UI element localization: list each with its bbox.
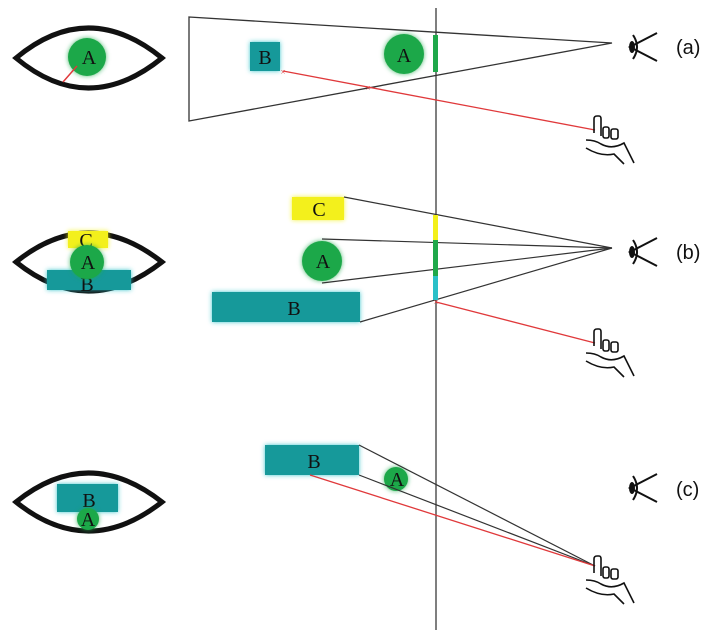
eye-view-b: C B A <box>12 230 167 296</box>
eye-icon <box>627 473 658 503</box>
object-a-label: A <box>397 45 412 67</box>
object-b-label-b: B <box>287 298 300 320</box>
object-b-box <box>250 42 280 71</box>
object-c-label: C <box>312 199 325 221</box>
projected-a-segment-b <box>433 240 438 276</box>
object-b-label-c: B <box>307 451 320 473</box>
object-a-label-b: A <box>316 251 331 273</box>
eye-icon <box>627 237 658 267</box>
pointing-hand-icon <box>585 115 635 165</box>
object-b-label: B <box>258 47 271 69</box>
ray-hit-marker-b: × <box>433 297 438 307</box>
panel-a: B A × × A (a) <box>12 16 700 165</box>
eye-view-ray <box>62 65 78 83</box>
panel-label-c: (c) <box>676 479 699 501</box>
object-b-box-b <box>212 292 360 322</box>
object-a-label-c: A <box>390 469 405 491</box>
object-a-sphere-b <box>302 241 342 281</box>
eye-view-a-label-b: A <box>81 252 96 274</box>
pointing-ray-b <box>435 301 596 344</box>
panel-label-b: (b) <box>676 242 700 264</box>
projected-b-segment <box>433 276 438 300</box>
panel-c: B A B A (c) <box>12 444 699 605</box>
eye-view-a-label: A <box>82 47 97 69</box>
object-b-box-c <box>265 445 359 475</box>
eye-view-a-label-c: A <box>81 509 96 531</box>
eye-view-c: B A <box>12 470 167 534</box>
panel-label-a: (a) <box>676 37 700 59</box>
projected-c-segment <box>433 215 438 240</box>
object-a-sphere-c <box>384 467 408 491</box>
eye-view-b-label-c: B <box>82 490 95 512</box>
pointing-ray <box>282 70 596 131</box>
eye-icon <box>627 32 658 62</box>
ray-hit-marker-2: × <box>365 83 370 93</box>
pointing-hand-icon <box>585 328 635 378</box>
panel-b: C A B × C B A (b) <box>12 196 700 378</box>
eye-view-b-label: B <box>80 274 93 296</box>
ray-hit-marker: × <box>280 67 285 77</box>
view-frustum <box>188 16 613 122</box>
projected-a-segment <box>433 35 438 72</box>
eye-view-a: A <box>12 25 166 91</box>
object-c-box <box>292 197 344 220</box>
pointing-hand-icon <box>585 555 635 605</box>
object-a-sphere <box>384 34 424 74</box>
